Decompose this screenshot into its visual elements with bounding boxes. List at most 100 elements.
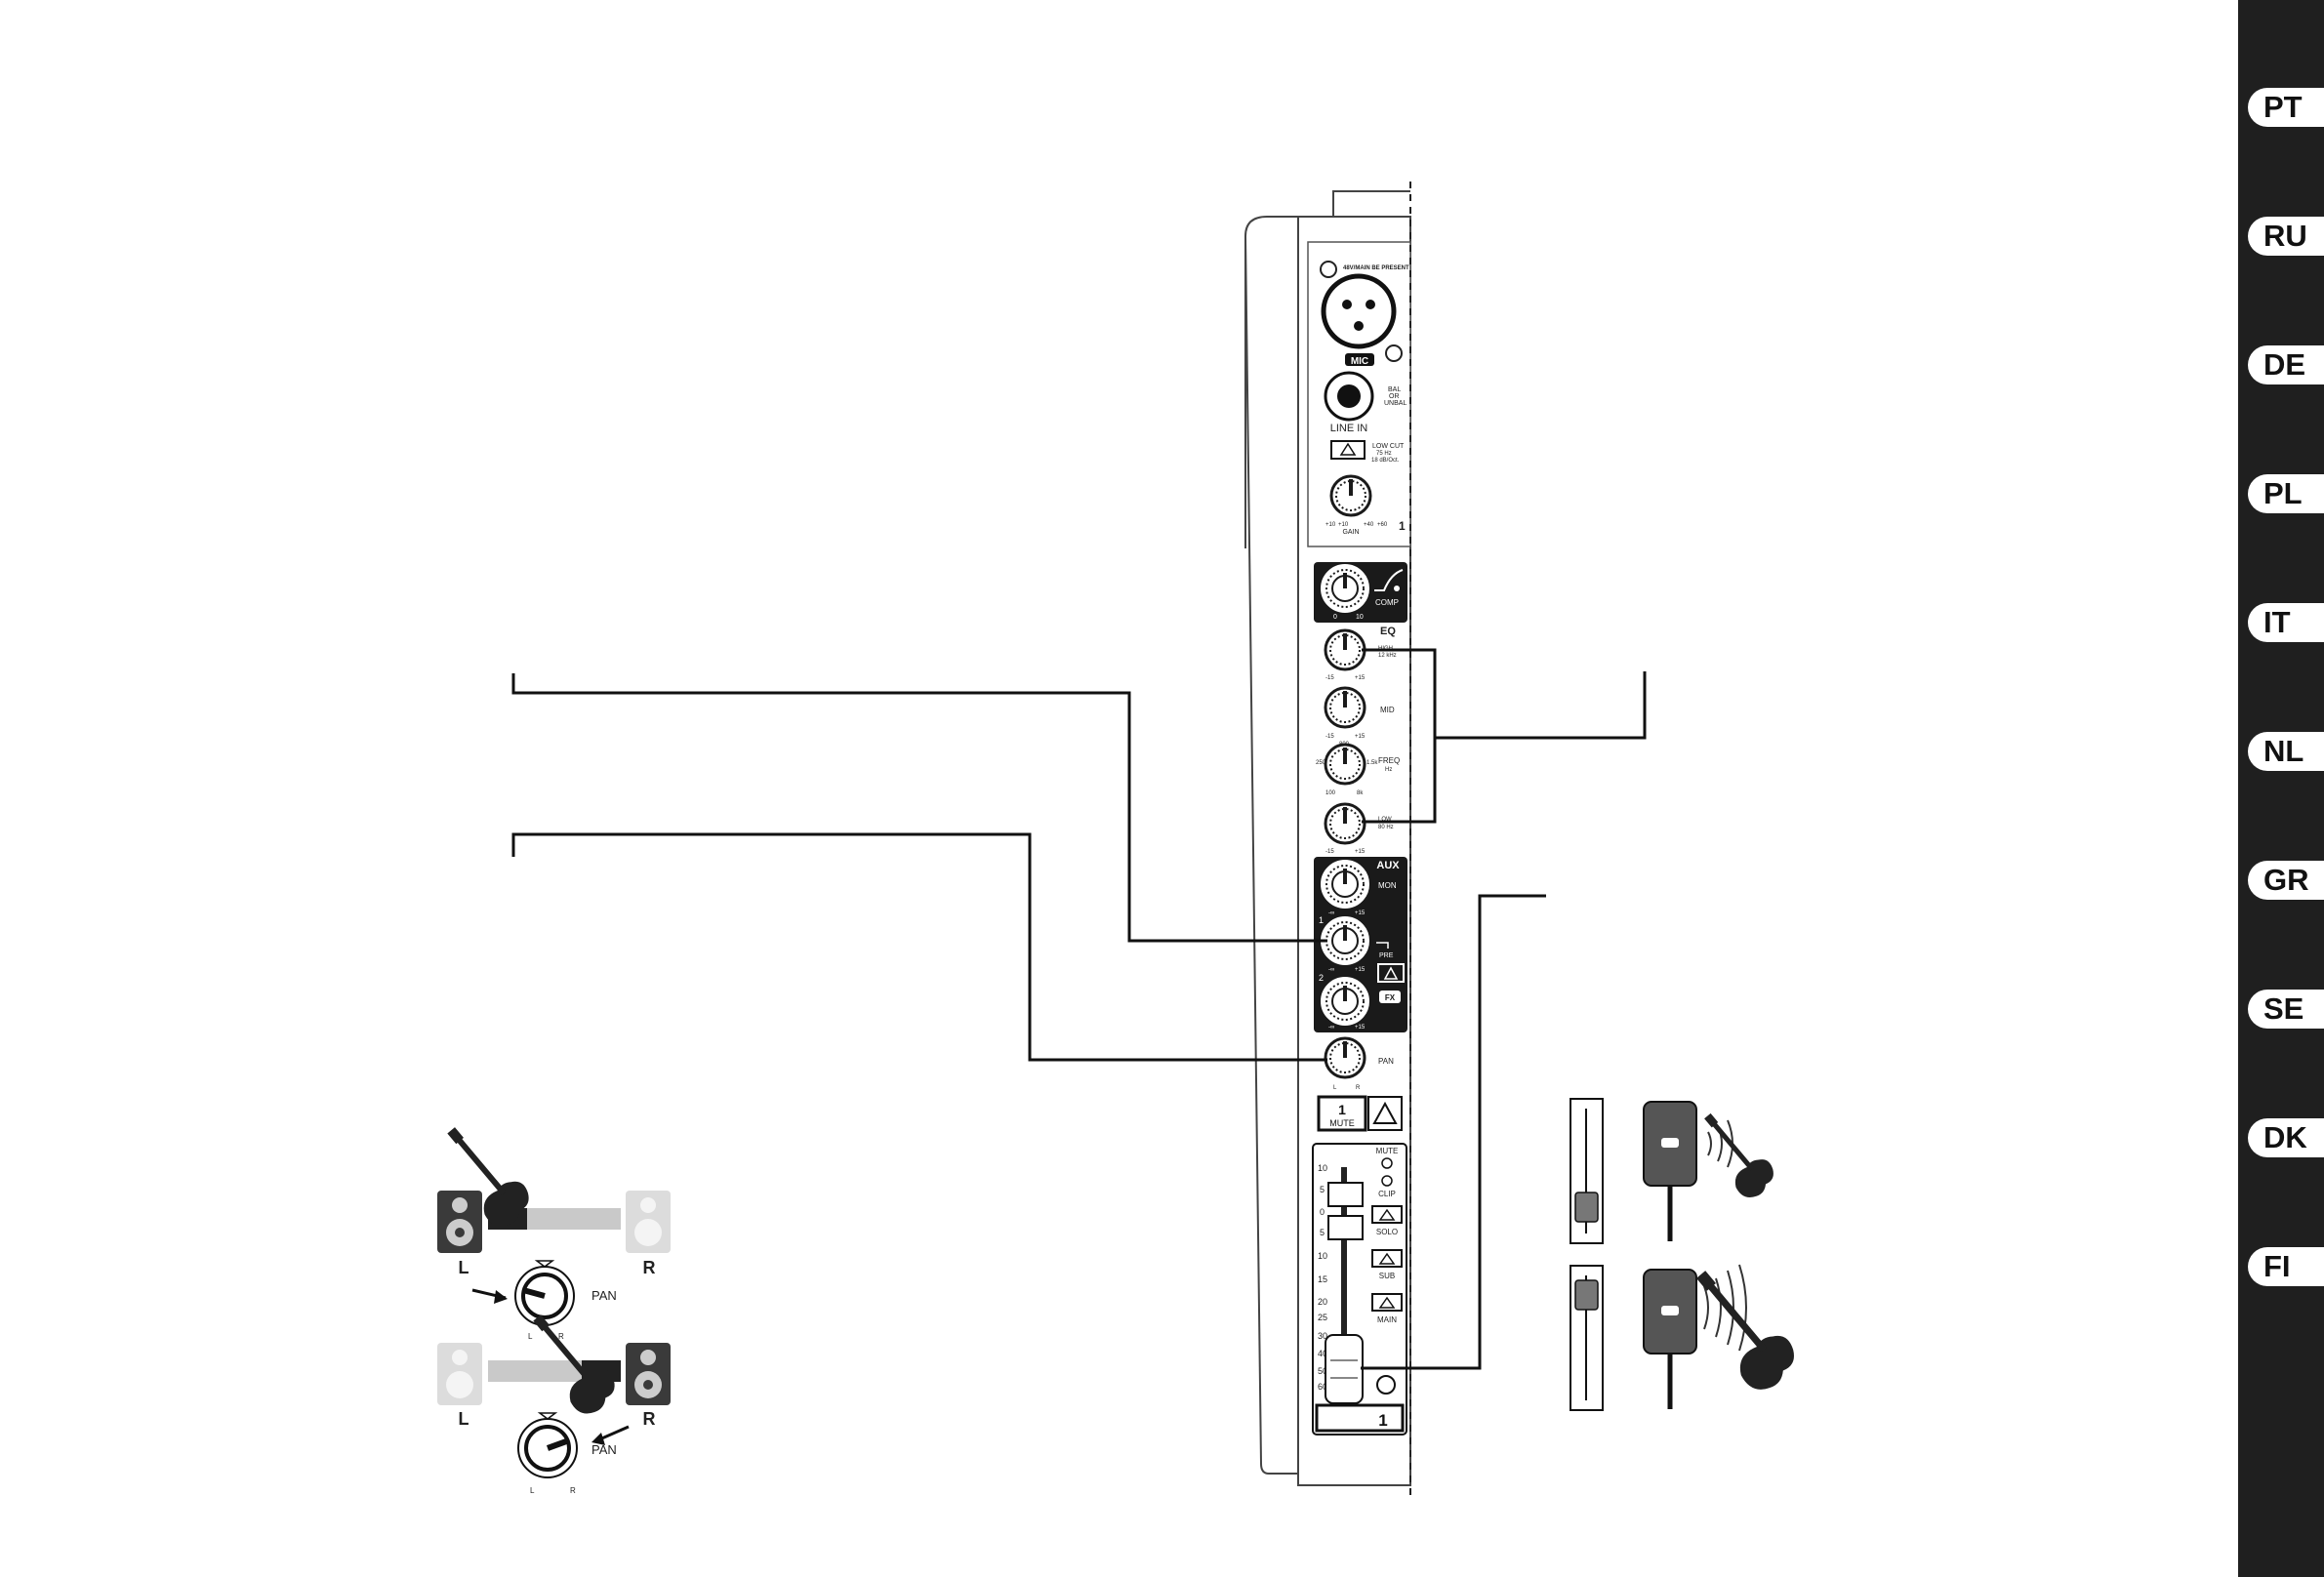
eq-scale-label: -15 [1325, 734, 1334, 740]
eq-freq-side-right: 1.5k [1366, 760, 1378, 766]
aux-pre-button[interactable] [1377, 963, 1405, 983]
svg-text:40: 40 [1318, 1349, 1327, 1358]
mic-label: MIC [1351, 356, 1368, 367]
sub-button[interactable] [1371, 1249, 1403, 1268]
bal-label: BAL [1388, 386, 1401, 393]
mute-label: MUTE [1329, 1118, 1355, 1128]
aux-scale-label: -∞ [1328, 1025, 1334, 1031]
eq-mid-knob[interactable] [1324, 686, 1366, 729]
aux-fx-knob[interactable] [1320, 976, 1370, 1027]
main-indicator-label: MAIN [1377, 1315, 1397, 1324]
gain-scale-label: +40 [1364, 522, 1374, 528]
comp-led-icon [1394, 586, 1400, 591]
pan-illustration-label: PAN [591, 1442, 617, 1457]
svg-text:50: 50 [1318, 1366, 1327, 1376]
guitar-icon [1695, 1271, 1794, 1390]
or-label: OR [1389, 393, 1400, 400]
language-tab-ru[interactable]: RU [2248, 217, 2324, 256]
language-tab-gr[interactable]: GR [2248, 861, 2324, 900]
fader-cap[interactable] [1325, 1334, 1364, 1404]
xlr-mic-input[interactable] [1321, 273, 1397, 349]
pre-bracket-icon [1376, 942, 1389, 949]
eq-freq-knob[interactable] [1324, 743, 1366, 786]
eq-freq-scale: 8k [1357, 790, 1364, 796]
solo-indicator-label: SOLO [1376, 1228, 1398, 1236]
language-tab-pl[interactable]: PL [2248, 474, 2324, 513]
guitar-icon [447, 1127, 529, 1227]
comp-label: COMP [1375, 598, 1399, 607]
svg-text:10: 10 [1318, 1163, 1327, 1173]
top-note: 48V/MAIN BE PRESENT [1343, 265, 1409, 271]
fader-screw-icon [1376, 1375, 1396, 1395]
aux-fx-label: FX [1385, 993, 1396, 1002]
input-channel-number: 1 [1399, 519, 1406, 533]
aux-pre-label: PRE [1379, 952, 1394, 959]
pan-illustration-l: L [528, 1332, 533, 1341]
channel-label-box [1315, 1403, 1405, 1433]
mute-indicator-label: MUTE [1376, 1147, 1399, 1155]
low-cut-label: LOW CUT [1372, 443, 1405, 450]
language-tab-it[interactable]: IT [2248, 603, 2324, 642]
xlr-pin-icon [1354, 321, 1364, 331]
fader-scale: 10 5 0 5 10 15 20 25 30 40 50 60 [1318, 1163, 1327, 1392]
eq-label: EQ [1380, 626, 1396, 637]
language-tab-dk[interactable]: DK [2248, 1118, 2324, 1157]
guitar-icon [533, 1314, 615, 1414]
aux-label: AUX [1376, 860, 1400, 871]
eq-freq-label: FREQ [1378, 756, 1400, 765]
eq-freq-side-left: 250 [1316, 760, 1326, 766]
gain-knob[interactable] [1329, 474, 1372, 517]
main-button[interactable] [1371, 1293, 1403, 1312]
mute-button[interactable] [1317, 1095, 1367, 1132]
fader-slot-mark [1327, 1182, 1364, 1207]
gain-scale-label: +10 [1325, 522, 1336, 528]
svg-text:0: 0 [1320, 1207, 1325, 1217]
eq-scale-label: -15 [1325, 675, 1334, 681]
eq-mid-label: MID [1380, 706, 1395, 714]
line-in-label: LINE IN [1330, 423, 1368, 434]
aux-scale-label: +15 [1355, 910, 1366, 916]
low-cut-button[interactable] [1330, 440, 1366, 460]
eq-low-freq: 80 Hz [1378, 825, 1394, 830]
solo-button[interactable] [1371, 1205, 1403, 1224]
gain-scale-label: +60 [1377, 522, 1388, 528]
fader-track [1341, 1167, 1347, 1353]
pan-label: PAN [1378, 1057, 1394, 1066]
comp-curve-icon [1374, 569, 1404, 591]
pan-left-label: L [1333, 1085, 1337, 1091]
aux-mon-knob[interactable] [1320, 859, 1370, 910]
mute-led-icon [1381, 1157, 1393, 1169]
aux-send1-knob[interactable] [1320, 915, 1370, 966]
mute-number: 1 [1338, 1102, 1346, 1117]
fader-slot-mark [1327, 1215, 1364, 1240]
eq-scale-label: +15 [1355, 675, 1366, 681]
language-tab-fi[interactable]: FI [2248, 1247, 2324, 1286]
low-cut-slope: 18 dB/Oct. [1371, 458, 1400, 464]
pan-right-speaker-label: R [643, 1409, 656, 1429]
pan-illustration: L R PAN L R L R PAN L [437, 1127, 671, 1495]
svg-text:30: 30 [1318, 1331, 1327, 1341]
pan-knob[interactable] [1324, 1036, 1366, 1079]
language-sidebar: PT RU DE PL IT NL GR SE DK FI [2238, 0, 2324, 1577]
eq-scale-label: +15 [1355, 734, 1366, 740]
language-tab-se[interactable]: SE [2248, 990, 2324, 1029]
language-tab-pt[interactable]: PT [2248, 88, 2324, 127]
aux-scale-label: +15 [1355, 967, 1366, 973]
comp-knob[interactable] [1320, 563, 1370, 614]
svg-text:20: 20 [1318, 1297, 1327, 1307]
eq-low-knob[interactable] [1324, 802, 1366, 845]
svg-text:15: 15 [1318, 1274, 1327, 1284]
channel-strip: 48V/MAIN BE PRESENT MIC BAL OR UNBAL LIN… [1244, 182, 1411, 1498]
aux-send2-number: 2 [1319, 973, 1324, 983]
eq-high-knob[interactable] [1324, 628, 1366, 671]
pan-illustration-l: L [530, 1486, 535, 1495]
clip-indicator-label: CLIP [1378, 1190, 1396, 1198]
pan-left-speaker-label: L [459, 1258, 469, 1277]
language-tab-nl[interactable]: NL [2248, 732, 2324, 771]
callout-fader [1361, 894, 1546, 1370]
svg-text:25: 25 [1318, 1313, 1327, 1322]
eq-high-freq: 12 kHz [1378, 653, 1397, 659]
language-tab-de[interactable]: DE [2248, 345, 2324, 384]
xlr-screw-icon [1320, 261, 1337, 278]
xlr-screw-icon [1385, 344, 1403, 362]
